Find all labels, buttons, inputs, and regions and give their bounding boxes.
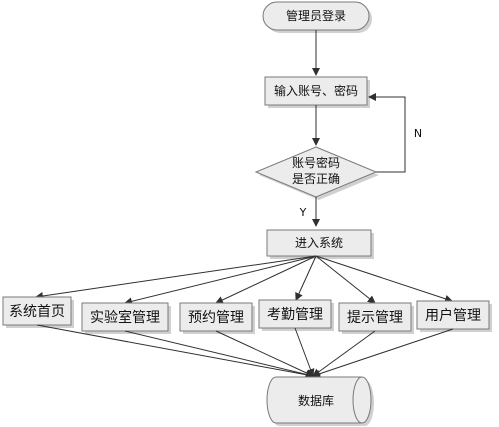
module-attendance-management: 考勤管理 — [258, 299, 334, 331]
module-label-lab-management: 实验室管理 — [90, 309, 160, 326]
decision-node: 账号密码 是否正确 — [254, 146, 379, 200]
module-label-user-management: 用户管理 — [425, 307, 481, 324]
enter-node: 进入系统 — [266, 229, 374, 259]
start-label: 管理员登录 — [286, 8, 346, 23]
module-user-management: 用户管理 — [416, 300, 492, 332]
enter-label: 进入系统 — [295, 236, 343, 250]
input-label: 输入账号、密码 — [274, 83, 358, 98]
module-label-attendance-management: 考勤管理 — [267, 307, 323, 323]
decision-label-line1: 账号密码 — [292, 155, 340, 170]
module-booking-management: 预约管理 — [179, 302, 255, 334]
database-label: 数据库 — [298, 393, 334, 408]
module-label-system-home: 系统首页 — [9, 304, 65, 320]
fanout-arrows — [35, 255, 453, 306]
module-label-notice-management: 提示管理 — [347, 310, 403, 326]
converge-arrows — [36, 324, 454, 379]
no-label: N — [414, 127, 422, 140]
arrow-no-loop — [368, 93, 406, 173]
decision-label-line2: 是否正确 — [292, 172, 340, 186]
module-label-booking-management: 预约管理 — [188, 310, 244, 326]
yes-label: Y — [299, 206, 307, 219]
module-lab-management: 实验室管理 — [81, 302, 171, 334]
database-node: 数据库 — [266, 376, 374, 426]
module-system-home: 系统首页 — [2, 296, 74, 328]
start-node: 管理员登录 — [262, 1, 372, 33]
module-notice-management: 提示管理 — [338, 302, 414, 334]
input-node: 输入账号、密码 — [264, 76, 370, 108]
